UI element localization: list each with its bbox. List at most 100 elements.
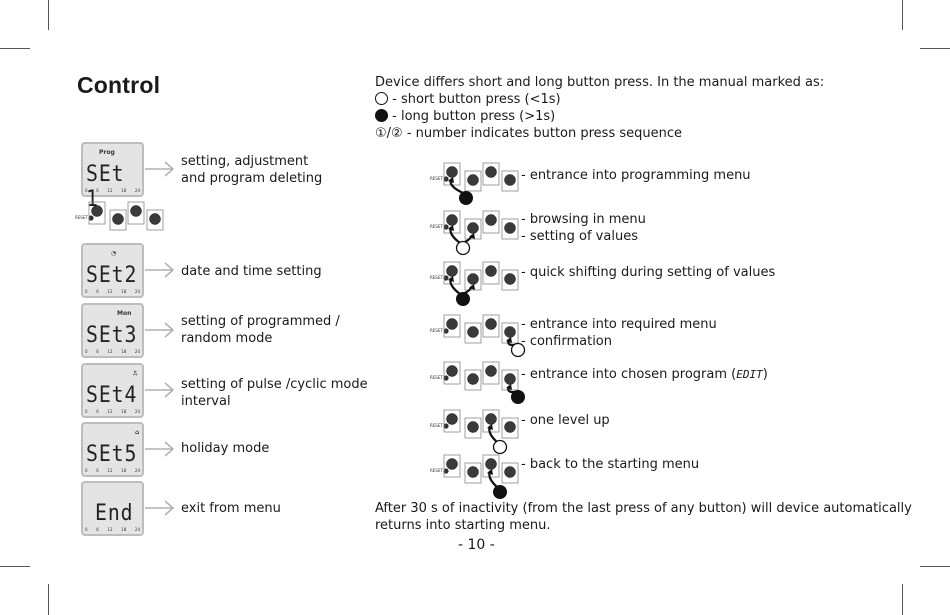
keypad-button[interactable] (504, 373, 516, 385)
action-desc-2: - confirmation (521, 334, 612, 349)
menu-item-desc-2: and program deleting (181, 171, 323, 186)
legend-sequence-text: - number indicates button press sequence (402, 126, 682, 141)
keypad-button[interactable] (504, 466, 516, 478)
reset-button[interactable] (443, 375, 449, 381)
keypad-button[interactable] (467, 273, 479, 285)
reset-button[interactable] (443, 224, 449, 230)
lcd-tick: 24 (134, 188, 140, 193)
keypad-button[interactable] (485, 413, 497, 425)
keypad-button[interactable] (504, 326, 516, 338)
keypad-button[interactable] (446, 214, 458, 226)
keypad-button-frame (443, 454, 461, 478)
keypad-button[interactable] (504, 222, 516, 234)
keypad-button-frame (501, 417, 519, 439)
keypad-button[interactable] (91, 205, 103, 217)
lcd-indicator: ⌂ (135, 429, 140, 436)
keypad-button[interactable] (485, 365, 497, 377)
reset-label: RESET (430, 328, 443, 333)
keypad-button[interactable] (446, 413, 458, 425)
keypad-button-frame (443, 409, 461, 433)
keypad-button[interactable] (467, 326, 479, 338)
reset-button[interactable] (443, 328, 449, 334)
keypad-button-frame (464, 170, 482, 192)
arrow-right-icon (145, 500, 175, 516)
lcd-digits: SEt4 (86, 383, 138, 408)
reset-button[interactable] (443, 423, 449, 429)
keypad-button[interactable] (485, 318, 497, 330)
menu-item-desc: date and time setting (181, 264, 322, 279)
long-press-icon (456, 292, 470, 306)
press-arrow-head-icon (469, 233, 475, 239)
lcd-tick: 0 (85, 289, 88, 294)
keypad-button[interactable] (504, 273, 516, 285)
action-desc: - quick shifting during setting of value… (521, 265, 776, 280)
keypad-button-frame (501, 170, 519, 192)
keypad-button[interactable] (130, 205, 142, 217)
crop-mark (902, 0, 903, 30)
reset-button[interactable] (88, 215, 94, 221)
press-arrow-head-icon (487, 469, 493, 475)
crop-mark (48, 0, 49, 30)
lcd-tick: 12 (107, 527, 113, 532)
lcd-indicator: Mon (117, 310, 132, 317)
keypad-button[interactable] (467, 421, 479, 433)
keypad-button-frame (501, 322, 519, 344)
crop-mark (48, 584, 49, 615)
action-desc: - entrance into required menu (521, 317, 717, 332)
keypad-button[interactable] (504, 174, 516, 186)
menu-item-desc: setting of programmed / (181, 314, 340, 329)
keypad-button[interactable] (446, 265, 458, 277)
keypad-diagram: RESET (430, 314, 526, 358)
reset-button[interactable] (443, 176, 449, 182)
keypad-button[interactable] (446, 458, 458, 470)
short-press-icon (510, 342, 526, 358)
legend-long-text: - long button press (>1s) (392, 109, 556, 124)
keypad-button[interactable] (446, 365, 458, 377)
keypad-diagram: RESET (430, 261, 519, 306)
lcd-tick: 0 (85, 527, 88, 532)
lcd-tick: 0 (85, 409, 88, 414)
keypad-button[interactable] (504, 421, 516, 433)
arrow-right-icon (145, 382, 175, 398)
keypad-button[interactable] (112, 213, 124, 225)
keypad-button[interactable] (467, 174, 479, 186)
legend-sequence: ①/② - number indicates button press sequ… (375, 125, 682, 142)
keypad-button-frame (464, 417, 482, 439)
footer-line-1: After 30 s of inactivity (from the last … (375, 501, 912, 516)
keypad-button[interactable] (446, 318, 458, 330)
keypad-diagram: RESET (75, 201, 164, 231)
keypad-button[interactable] (485, 265, 497, 277)
keypad-button[interactable] (467, 373, 479, 385)
lcd-tick: 12 (107, 409, 113, 414)
keypad-button-frame (501, 462, 519, 484)
keypad-button-frame (482, 210, 500, 234)
keypad-button[interactable] (485, 458, 497, 470)
lcd-tick: 12 (107, 188, 113, 193)
keypad-button[interactable] (446, 166, 458, 178)
lcd-tick: 18 (121, 409, 127, 414)
keypad-button-frame (88, 201, 106, 225)
keypad-button[interactable] (485, 166, 497, 178)
keypad-button-frame (464, 462, 482, 484)
reset-label: RESET (430, 224, 443, 229)
edit-lcd-text: EDIT (736, 368, 763, 381)
reset-button[interactable] (443, 275, 449, 281)
footer-line-2: returns into starting menu. (375, 518, 551, 533)
keypad-button-frame (464, 322, 482, 344)
lcd-digits: SEt3 (86, 323, 138, 348)
keypad-button[interactable] (485, 214, 497, 226)
lcd-tick: 24 (134, 468, 140, 473)
keypad-button[interactable] (149, 213, 161, 225)
keypad-button[interactable] (467, 466, 479, 478)
arrow-right-icon (145, 441, 175, 457)
reset-button[interactable] (443, 468, 449, 474)
keypad-button[interactable] (467, 222, 479, 234)
arrow-right-icon (145, 322, 175, 338)
